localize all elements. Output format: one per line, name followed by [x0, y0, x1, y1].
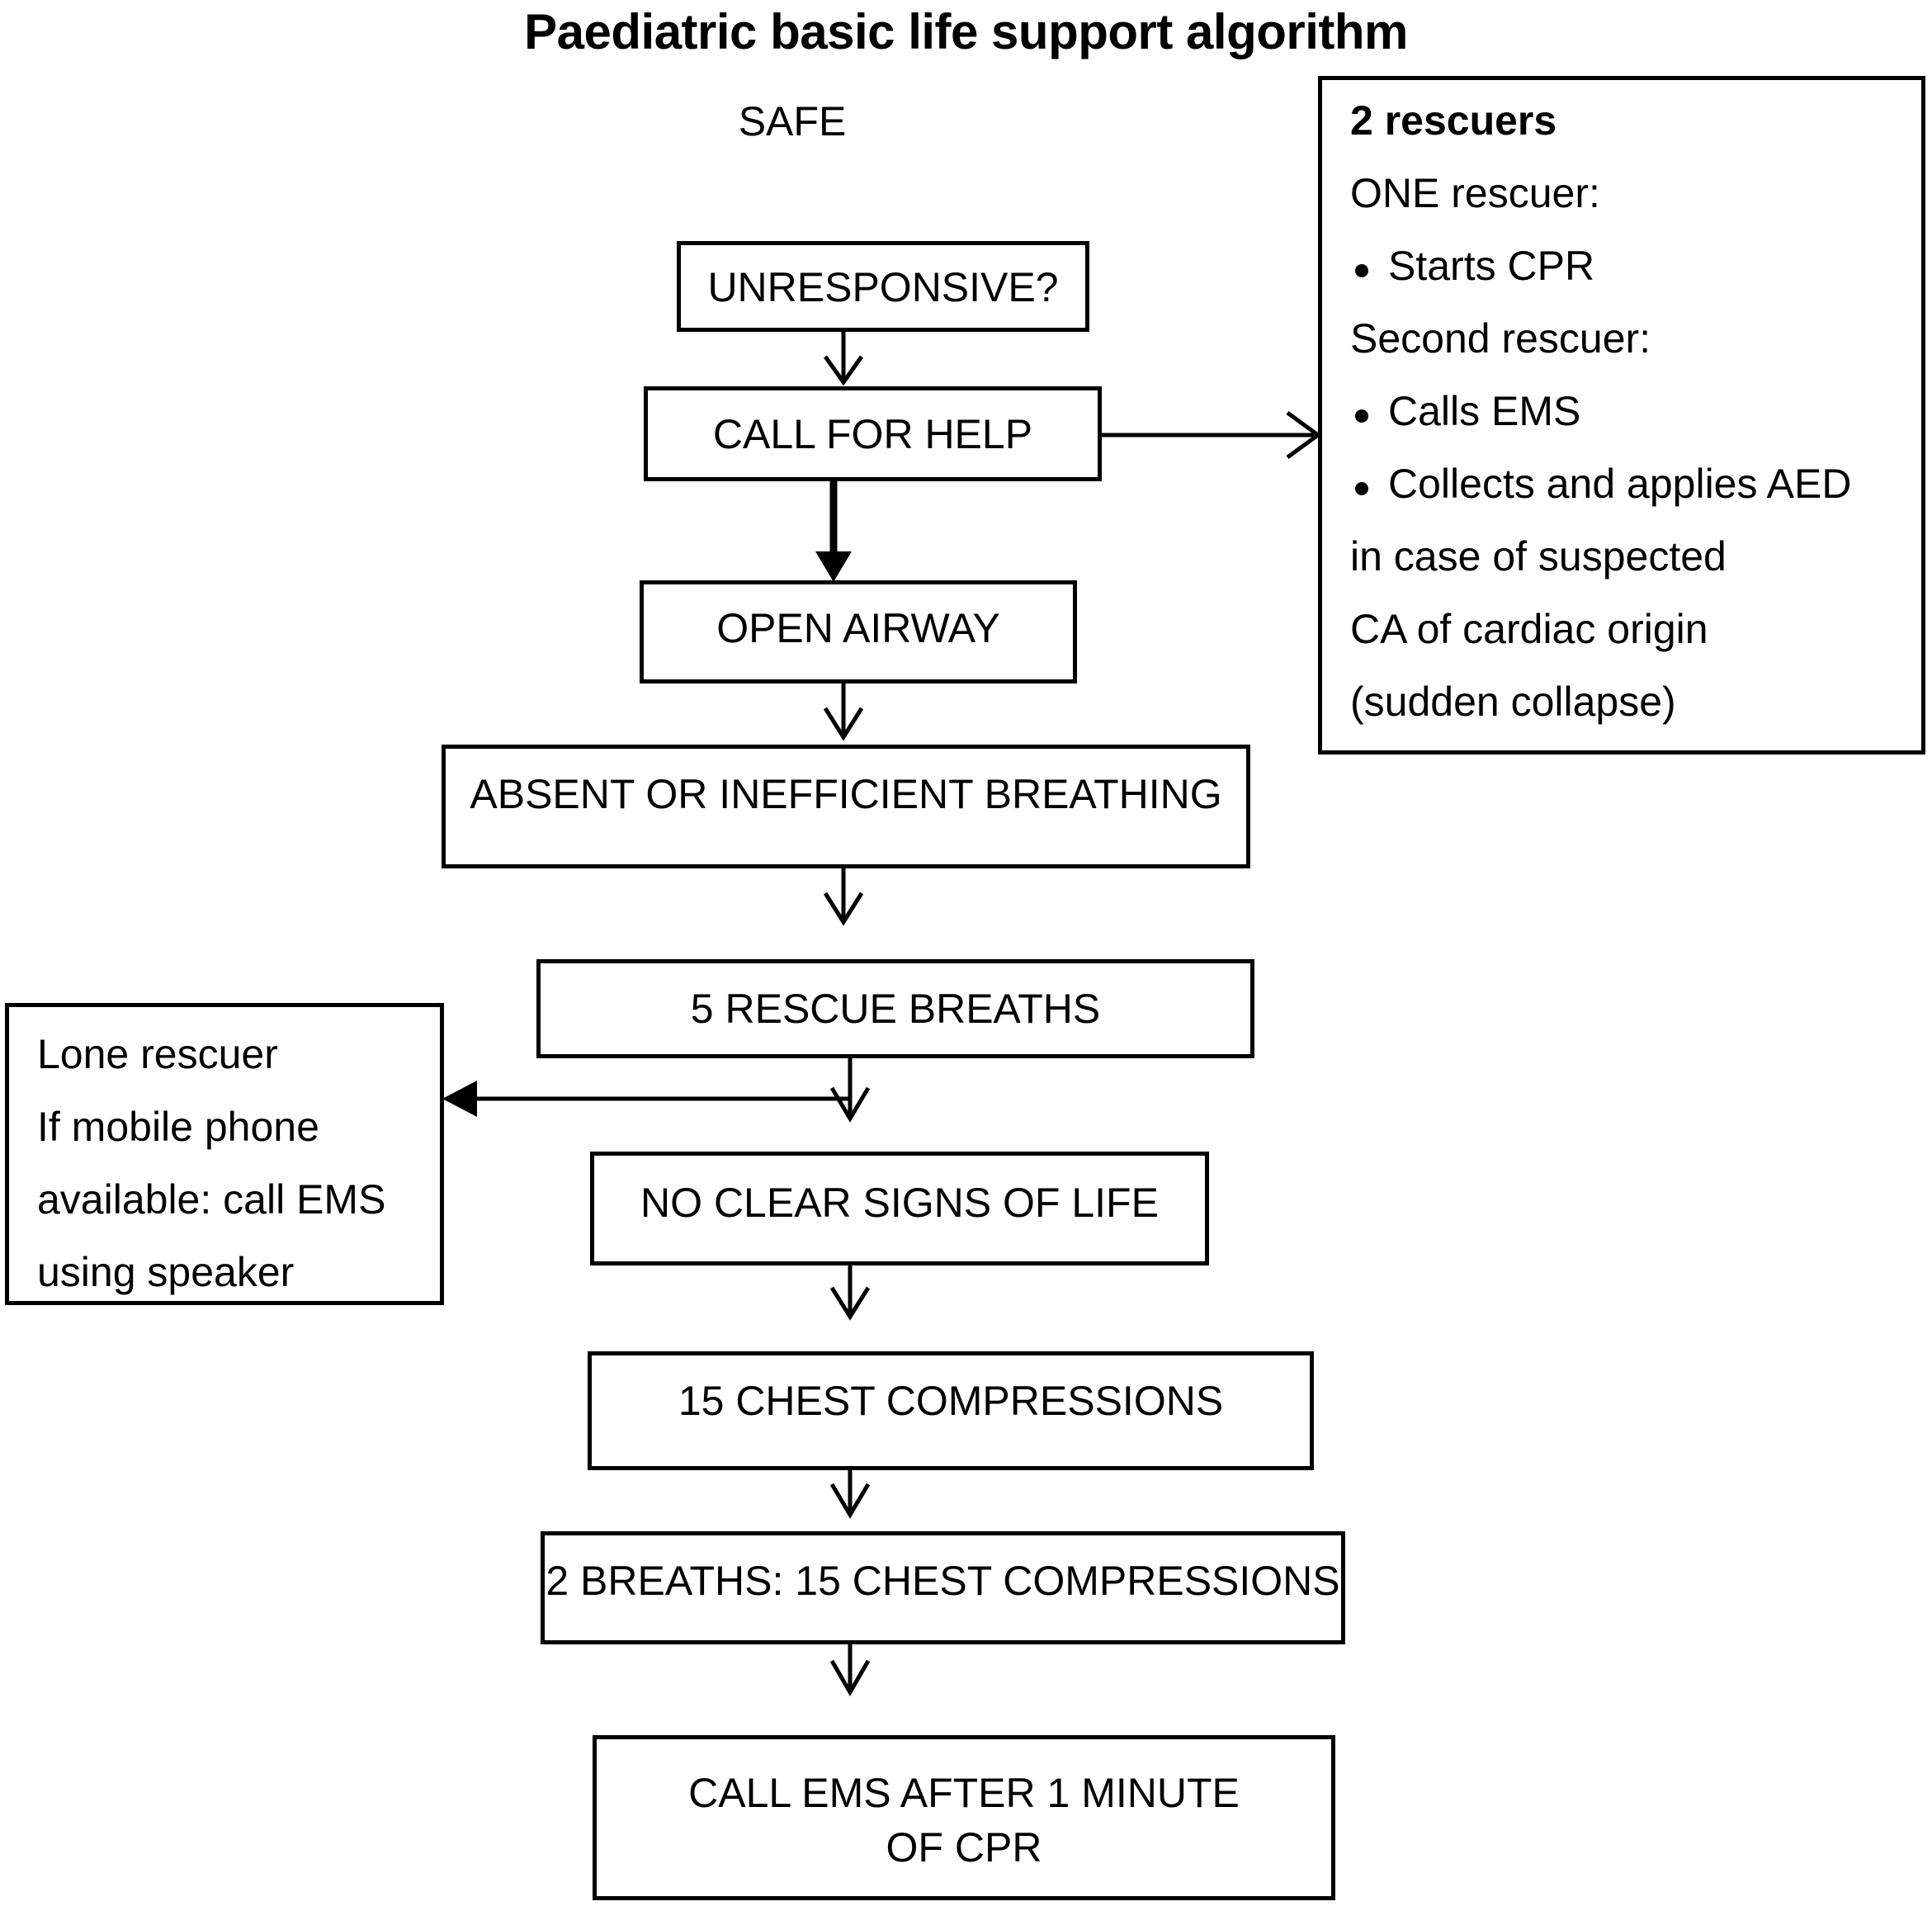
node-open-airway-label: OPEN AIRWAY [716, 605, 1000, 651]
page-title: Paediatric basic life support algorithm [524, 4, 1408, 59]
panel-lone-rescuer-line-1: If mobile phone [37, 1104, 319, 1150]
node-call-ems-label: CALL EMS AFTER 1 MINUTE OF CPR [688, 1770, 1240, 1871]
panel-two-rescuers-line-4: Collects and applies AED [1350, 463, 1897, 504]
arrowhead-solid-down-1 [815, 551, 852, 582]
arrowhead-open-down-7 [829, 1659, 871, 1696]
panel-two-rescuers[interactable]: 2 rescuers ONE rescuer: Starts CPR Secon… [1318, 76, 1925, 754]
node-chest-compressions[interactable]: 15 CHEST COMPRESSIONS [588, 1351, 1314, 1470]
node-breaths-compressions-label: 2 BREATHS: 15 CHEST COMPRESSIONS [546, 1558, 1340, 1604]
safe-text: SAFE [738, 98, 847, 144]
panel-two-rescuers-line-0: ONE rescuer: [1350, 170, 1600, 216]
node-open-airway[interactable]: OPEN AIRWAY [640, 580, 1077, 684]
node-absent-breathing-label: ABSENT OR INEFFICIENT BREATHING [470, 771, 1222, 817]
node-unresponsive-label: UNRESPONSIVE? [707, 264, 1059, 310]
node-no-signs-of-life[interactable]: NO CLEAR SIGNS OF LIFE [590, 1152, 1209, 1265]
panel-lone-rescuer[interactable]: Lone rescuer If mobile phone available: … [5, 1003, 444, 1305]
arrowhead-open-right-1 [1286, 410, 1322, 460]
panel-two-rescuers-line-7: (sudden collapse) [1350, 679, 1676, 725]
node-chest-compressions-label: 15 CHEST COMPRESSIONS [678, 1378, 1224, 1424]
panel-lone-rescuer-line-0: Lone rescuer [37, 1031, 278, 1077]
panel-two-rescuers-line-5: in case of suspected [1350, 533, 1727, 579]
panel-two-rescuers-line-1: Starts CPR [1350, 245, 1897, 286]
node-breaths-compressions[interactable]: 2 BREATHS: 15 CHEST COMPRESSIONS [541, 1531, 1345, 1644]
arrowhead-open-down-6 [829, 1483, 871, 1519]
node-call-for-help-label: CALL FOR HELP [712, 411, 1033, 457]
arrowhead-open-down-2 [823, 707, 864, 741]
node-call-for-help[interactable]: CALL FOR HELP [644, 386, 1102, 481]
arrowhead-open-down-3 [823, 892, 864, 926]
node-rescue-breaths[interactable]: 5 RESCUE BREATHS [536, 959, 1254, 1058]
arrowhead-solid-left-1 [442, 1081, 477, 1117]
node-unresponsive[interactable]: UNRESPONSIVE? [677, 241, 1089, 332]
panel-two-rescuers-heading: 2 rescuers [1350, 97, 1557, 144]
panel-lone-rescuer-line-3: using speaker [37, 1249, 295, 1295]
arrowhead-open-down-1 [823, 355, 864, 386]
panel-two-rescuers-line-6: CA of cardiac origin [1350, 606, 1708, 652]
node-call-ems[interactable]: CALL EMS AFTER 1 MINUTE OF CPR [593, 1735, 1335, 1900]
arrowhead-open-down-4 [829, 1086, 871, 1123]
panel-lone-rescuer-line-2: available: call EMS [37, 1176, 386, 1223]
panel-two-rescuers-line-3: Calls EMS [1350, 390, 1897, 432]
node-no-signs-of-life-label: NO CLEAR SIGNS OF LIFE [640, 1180, 1159, 1226]
panel-two-rescuers-line-2: Second rescuer: [1350, 315, 1651, 362]
node-rescue-breaths-label: 5 RESCUE BREATHS [690, 986, 1101, 1032]
node-absent-breathing[interactable]: ABSENT OR INEFFICIENT BREATHING [442, 745, 1250, 868]
arrowhead-open-down-5 [829, 1286, 871, 1321]
